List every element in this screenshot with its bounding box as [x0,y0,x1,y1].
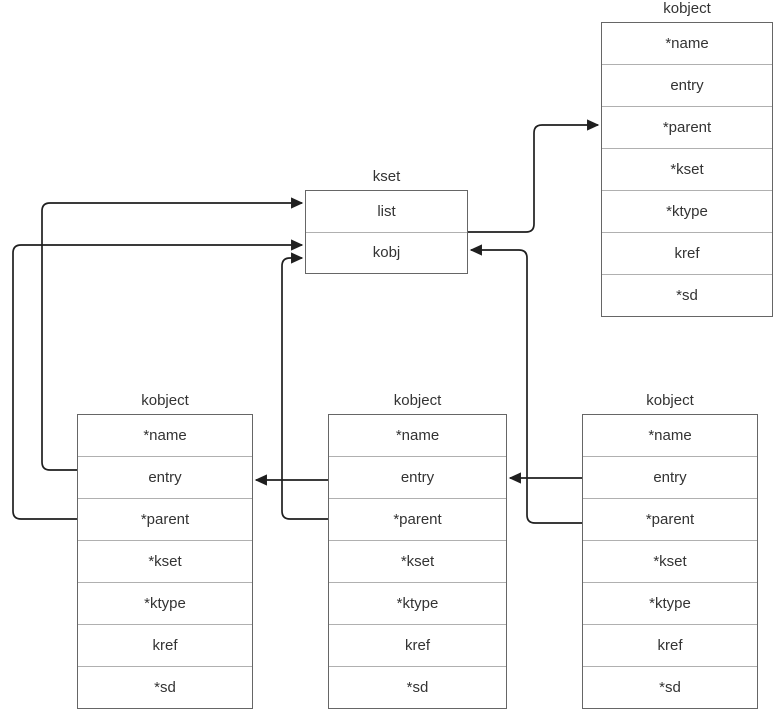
edge-br-parent-to-kset-kobj [469,244,582,524]
struct-title: kobject [663,0,711,17]
struct-table: list kobj [305,190,468,274]
struct-field: *sd [659,679,681,696]
struct-field: *name [329,415,506,457]
struct-field: *ktype [602,191,772,233]
struct-field: kref [583,625,757,667]
struct-field: kobj [372,244,401,262]
struct-field: kref [602,233,772,275]
struct-field: *sd [676,287,698,304]
struct-field: kref [329,625,506,667]
struct-field: *kset [583,541,757,583]
struct-field: *name [583,415,757,457]
struct-field: *parent [583,499,757,541]
struct-field: *kset [329,541,506,583]
struct-field: entry [583,457,757,499]
struct-kset: kset list kobj [305,168,468,274]
struct-title: kobject [646,392,694,409]
struct-field: kref [78,625,252,667]
struct-field: entry [78,457,252,499]
struct-field: *name [602,23,772,65]
struct-field: *ktype [583,583,757,625]
edge-bm-parent-to-kset-kobj [281,252,328,520]
struct-title: kobject [393,392,442,409]
struct-title: kset [372,168,401,185]
struct-field: *sd [406,679,429,696]
struct-field: *ktype [329,583,506,625]
struct-field: *parent [78,499,252,541]
struct-field: *name [78,415,252,457]
struct-field: list [306,191,467,233]
edge-kset-kobj-to-tr-parent [468,119,600,233]
struct-field: *parent [602,107,772,149]
edge-bl-parent-to-kset-kobj [12,239,304,520]
struct-field: *kset [78,541,252,583]
struct-field: *kset [602,149,772,191]
struct-field: entry [602,65,772,107]
struct-field: entry [329,457,506,499]
edge-bl-entry-to-kset-list [41,197,304,471]
struct-field: *ktype [78,583,252,625]
struct-field: *sd [154,679,176,696]
struct-field: *parent [329,499,506,541]
struct-title: kobject [141,392,189,409]
